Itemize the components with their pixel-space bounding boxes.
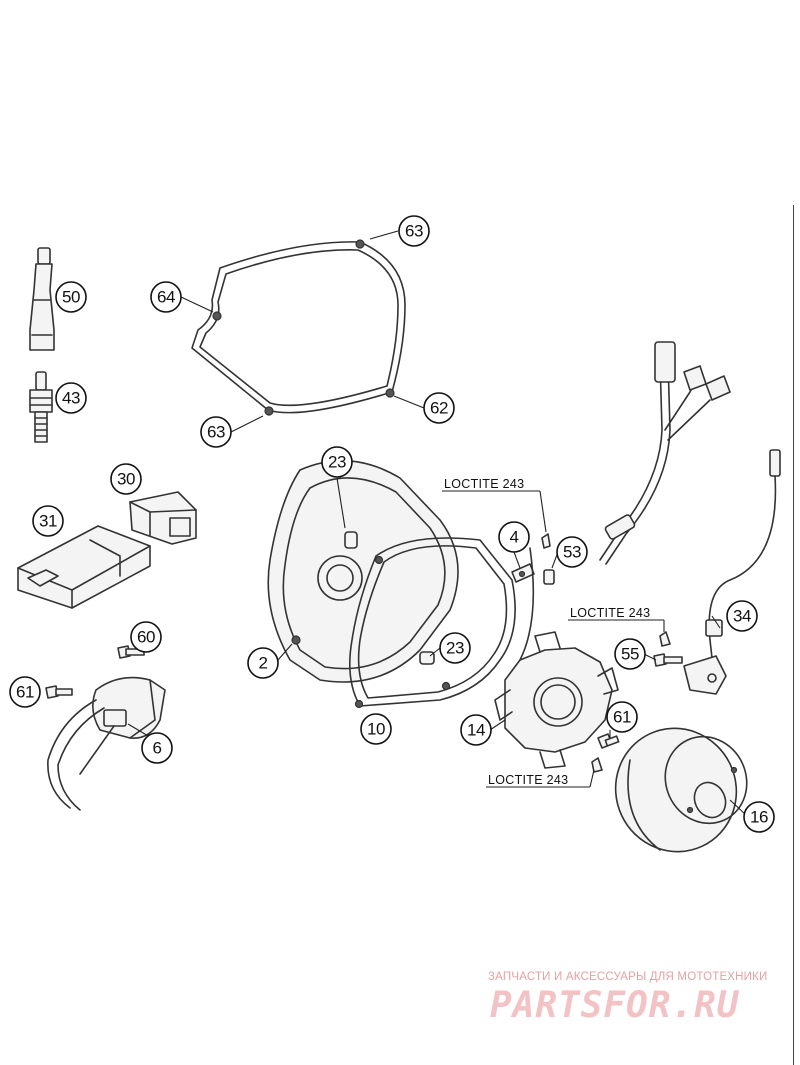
spark-plug	[29, 371, 53, 443]
callout-53: 53	[556, 536, 588, 568]
callout-6: 6	[141, 732, 173, 764]
callout-64: 64	[150, 281, 182, 313]
cover-gasket	[191, 239, 406, 416]
callout-label: 2	[259, 654, 268, 673]
callout-label: 23	[328, 453, 346, 472]
callout-43: 43	[55, 382, 87, 414]
callout-label: 4	[510, 528, 519, 547]
callout-label: 34	[733, 607, 751, 626]
cdi-holder	[129, 491, 197, 545]
stator-housing	[267, 459, 459, 683]
callout-63a: 63	[398, 215, 430, 247]
callout-label: 63	[207, 423, 225, 442]
flywheel	[614, 727, 748, 853]
callout-62: 62	[423, 392, 455, 424]
stator	[494, 547, 619, 769]
screws	[45, 631, 683, 773]
callout-label: 14	[467, 721, 485, 740]
callout-60: 60	[130, 621, 162, 653]
callout-label: 43	[62, 389, 80, 408]
loctite-note-2: LOCTITE 243	[570, 606, 650, 620]
watermark-subtitle: ЗАПЧАСТИ И АКСЕССУАРЫ ДЛЯ МОТОТЕХНИКИ	[488, 971, 768, 983]
housing-gasket	[348, 537, 516, 709]
callout-label: 30	[117, 470, 135, 489]
callout-10: 10	[360, 713, 392, 745]
callout-14: 14	[460, 714, 492, 746]
pickup-sensor	[683, 449, 781, 695]
callout-label: 61	[16, 683, 34, 702]
callout-label: 62	[430, 399, 448, 418]
callout-23b: 23	[439, 632, 471, 664]
callout-61a: 61	[9, 676, 41, 708]
callout-23a: 23	[321, 446, 353, 478]
callout-4: 4	[498, 521, 530, 553]
callout-16: 16	[743, 801, 775, 833]
loctite-note-1: LOCTITE 243	[444, 477, 524, 491]
callout-label: 6	[153, 739, 162, 758]
ignition-coil	[47, 676, 166, 811]
callout-label: 55	[621, 645, 639, 664]
callout-label: 10	[367, 720, 385, 739]
callout-label: 31	[39, 512, 57, 531]
callout-label: 53	[563, 543, 581, 562]
callout-31: 31	[32, 505, 64, 537]
callout-label: 64	[157, 288, 175, 307]
callout-label: 23	[446, 639, 464, 658]
callout-34: 34	[726, 600, 758, 632]
callout-61b: 61	[606, 701, 638, 733]
cdi-unit	[17, 525, 151, 609]
callout-50: 50	[55, 281, 87, 313]
wiring-harness	[599, 341, 731, 565]
cable-clip	[511, 533, 555, 585]
callout-label: 16	[750, 808, 768, 827]
callout-2: 2	[247, 647, 279, 679]
watermark-brand: PARTSFOR.RU	[490, 985, 740, 1026]
callout-label: 60	[137, 628, 155, 647]
callout-55: 55	[614, 638, 646, 670]
spark-plug-connector	[29, 247, 55, 351]
callout-label: 50	[62, 288, 80, 307]
page-edge-rule	[793, 205, 794, 1065]
callout-30: 30	[110, 463, 142, 495]
loctite-note-3: LOCTITE 243	[488, 773, 568, 787]
callout-63b: 63	[200, 416, 232, 448]
callout-label: 63	[405, 222, 423, 241]
callout-label: 61	[613, 708, 631, 727]
